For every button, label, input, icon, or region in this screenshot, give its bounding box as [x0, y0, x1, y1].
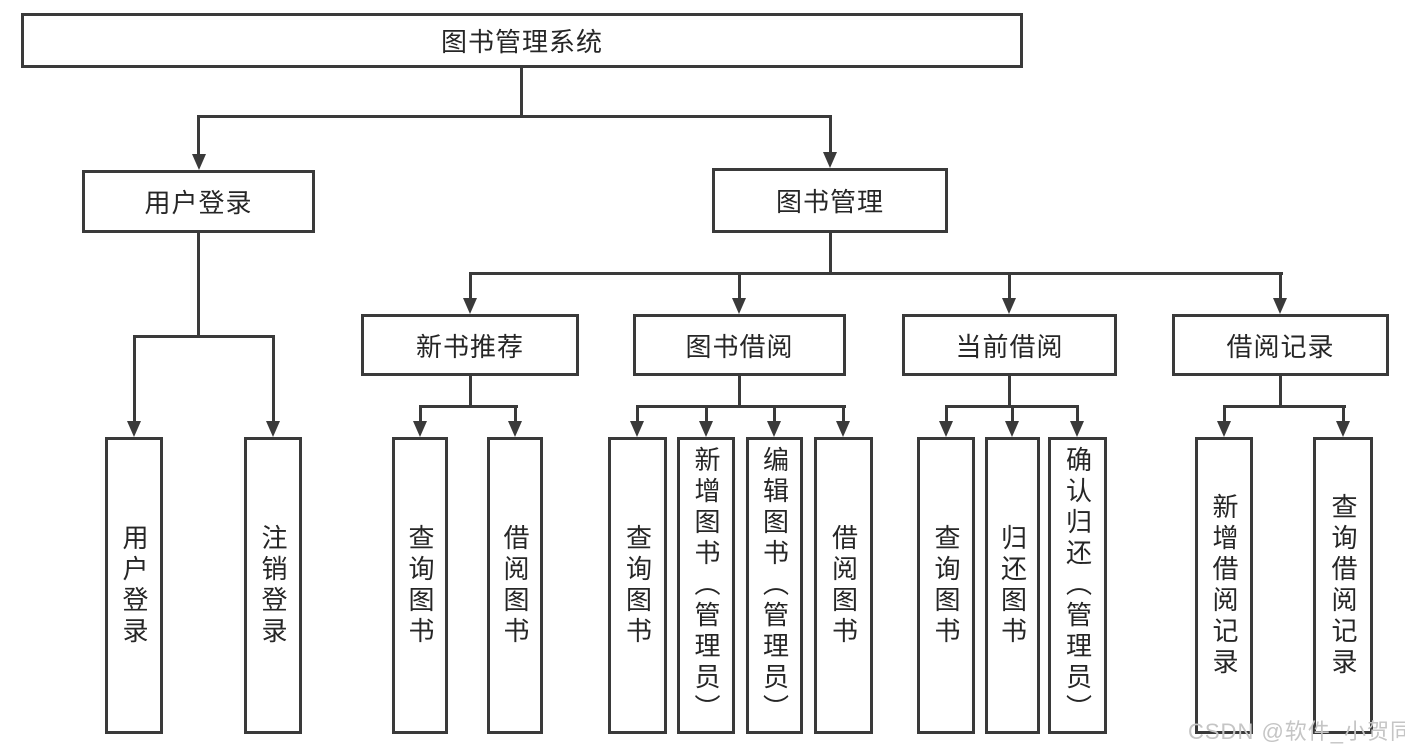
- leaf-query-books-recommend: 查询图书: [392, 437, 448, 734]
- leaf-confirm-return-admin: 确认归还（管理员）: [1048, 437, 1107, 734]
- leaf-user-login-label: 用户登录: [119, 523, 149, 648]
- leaf-return-books: 归还图书: [985, 437, 1040, 734]
- connector-user-login-split: [133, 335, 274, 338]
- leaf-logout-label: 注销登录: [258, 523, 288, 648]
- arrow-down-icon: [1273, 298, 1287, 314]
- connector-drop-leaf: [514, 405, 517, 423]
- node-current-borrowing: 当前借阅: [902, 314, 1117, 376]
- node-borrow-records-label: 借阅记录: [1226, 331, 1335, 362]
- connector-drop-leaf: [1076, 405, 1079, 423]
- leaf-user-login: 用户登录: [105, 437, 163, 734]
- node-borrow-records: 借阅记录: [1172, 314, 1389, 376]
- arrow-down-icon: [127, 421, 141, 437]
- arrow-down-icon: [266, 421, 280, 437]
- connector-user-login-trunk: [197, 233, 200, 337]
- arrow-down-icon: [767, 421, 781, 437]
- node-user-login-label: 用户登录: [144, 188, 253, 218]
- leaf-add-book-admin-label: 新增图书（管理员）: [691, 446, 721, 725]
- arrow-down-icon: [1005, 421, 1019, 437]
- leaf-edit-book-admin-label: 编辑图书（管理员）: [759, 446, 790, 725]
- arrow-down-icon: [939, 421, 953, 437]
- leaf-query-books-current-label: 查询图书: [931, 523, 961, 648]
- connector-current-borrowing-trunk: [1008, 376, 1011, 407]
- connector-root-trunk: [520, 68, 523, 118]
- connector-drop-leaf: [773, 405, 776, 423]
- node-new-book-recommend: 新书推荐: [361, 314, 579, 376]
- connector-drop-leaf: [1223, 405, 1226, 423]
- leaf-borrow-books-recommend: 借阅图书: [487, 437, 543, 734]
- connector-root-split: [197, 115, 832, 118]
- node-book-management: 图书管理: [712, 168, 948, 233]
- arrow-down-icon: [1336, 421, 1350, 437]
- node-new-book-recommend-label: 新书推荐: [415, 331, 524, 362]
- leaf-query-books-borrowing-label: 查询图书: [622, 523, 653, 648]
- leaf-query-borrow-record: 查询借阅记录: [1313, 437, 1373, 734]
- leaf-return-books-label: 归还图书: [997, 523, 1028, 648]
- connector-drop-borrow-records: [1279, 272, 1282, 300]
- node-book-management-label: 图书管理: [775, 187, 884, 217]
- connector-drop-leaf: [636, 405, 639, 423]
- arrow-down-icon: [699, 421, 713, 437]
- arrow-down-icon: [413, 421, 427, 437]
- connector-drop-book-borrowing: [738, 272, 741, 300]
- csdn-watermark: CSDN @软件_小贺同学: [1188, 719, 1405, 744]
- connector-drop-leaf: [705, 405, 708, 423]
- arrow-down-icon: [1002, 298, 1016, 314]
- leaf-query-borrow-record-label: 查询借阅记录: [1328, 492, 1358, 679]
- connector-drop-leaf-user-login: [133, 335, 136, 423]
- arrow-down-icon: [192, 154, 206, 170]
- arrow-down-icon: [508, 421, 522, 437]
- leaf-add-book-admin: 新增图书（管理员）: [677, 437, 735, 734]
- node-current-borrowing-label: 当前借阅: [955, 331, 1064, 362]
- arrow-down-icon: [836, 421, 850, 437]
- node-root-label: 图书管理系统: [440, 27, 603, 57]
- connector-drop-book-management: [829, 115, 832, 154]
- connector-borrow-records-trunk: [1279, 376, 1282, 407]
- leaf-borrow-books-borrowing-label: 借阅图书: [828, 523, 859, 648]
- connector-book-borrowing-trunk: [738, 376, 741, 407]
- connector-drop-leaf: [1011, 405, 1014, 423]
- leaf-edit-book-admin: 编辑图书（管理员）: [746, 437, 803, 734]
- connector-book-borrowing-split: [636, 405, 846, 408]
- connector-drop-leaf-logout: [272, 335, 275, 423]
- leaf-query-books-recommend-label: 查询图书: [405, 523, 435, 648]
- leaf-query-books-current: 查询图书: [917, 437, 975, 734]
- leaf-borrow-books-recommend-label: 借阅图书: [500, 523, 530, 648]
- connector-new-book-split: [419, 405, 518, 408]
- connector-new-book-trunk: [469, 376, 472, 407]
- arrow-down-icon: [1217, 421, 1231, 437]
- connector-drop-leaf: [1342, 405, 1345, 423]
- connector-drop-user-login: [197, 115, 200, 156]
- arrow-down-icon: [823, 152, 837, 168]
- node-book-borrowing: 图书借阅: [633, 314, 846, 376]
- leaf-logout: 注销登录: [244, 437, 302, 734]
- connector-borrow-records-split: [1223, 405, 1346, 408]
- leaf-add-borrow-record-label: 新增借阅记录: [1209, 492, 1239, 679]
- leaf-confirm-return-admin-label: 确认归还（管理员）: [1062, 446, 1093, 725]
- connector-drop-leaf: [842, 405, 845, 423]
- leaf-query-books-borrowing: 查询图书: [608, 437, 667, 734]
- connector-drop-current-borrowing: [1008, 272, 1011, 300]
- node-book-borrowing-label: 图书借阅: [685, 331, 794, 362]
- connector-drop-leaf: [419, 405, 422, 423]
- arrow-down-icon: [630, 421, 644, 437]
- arrow-down-icon: [732, 298, 746, 314]
- leaf-add-borrow-record: 新增借阅记录: [1195, 437, 1253, 734]
- connector-book-management-trunk: [829, 233, 832, 274]
- node-user-login: 用户登录: [82, 170, 315, 233]
- connector-drop-leaf: [945, 405, 948, 423]
- connector-drop-new-book-recommend: [469, 272, 472, 300]
- arrow-down-icon: [1070, 421, 1084, 437]
- connector-book-management-split: [469, 272, 1283, 275]
- leaf-borrow-books-borrowing: 借阅图书: [814, 437, 873, 734]
- node-root: 图书管理系统: [21, 13, 1023, 68]
- arrow-down-icon: [463, 298, 477, 314]
